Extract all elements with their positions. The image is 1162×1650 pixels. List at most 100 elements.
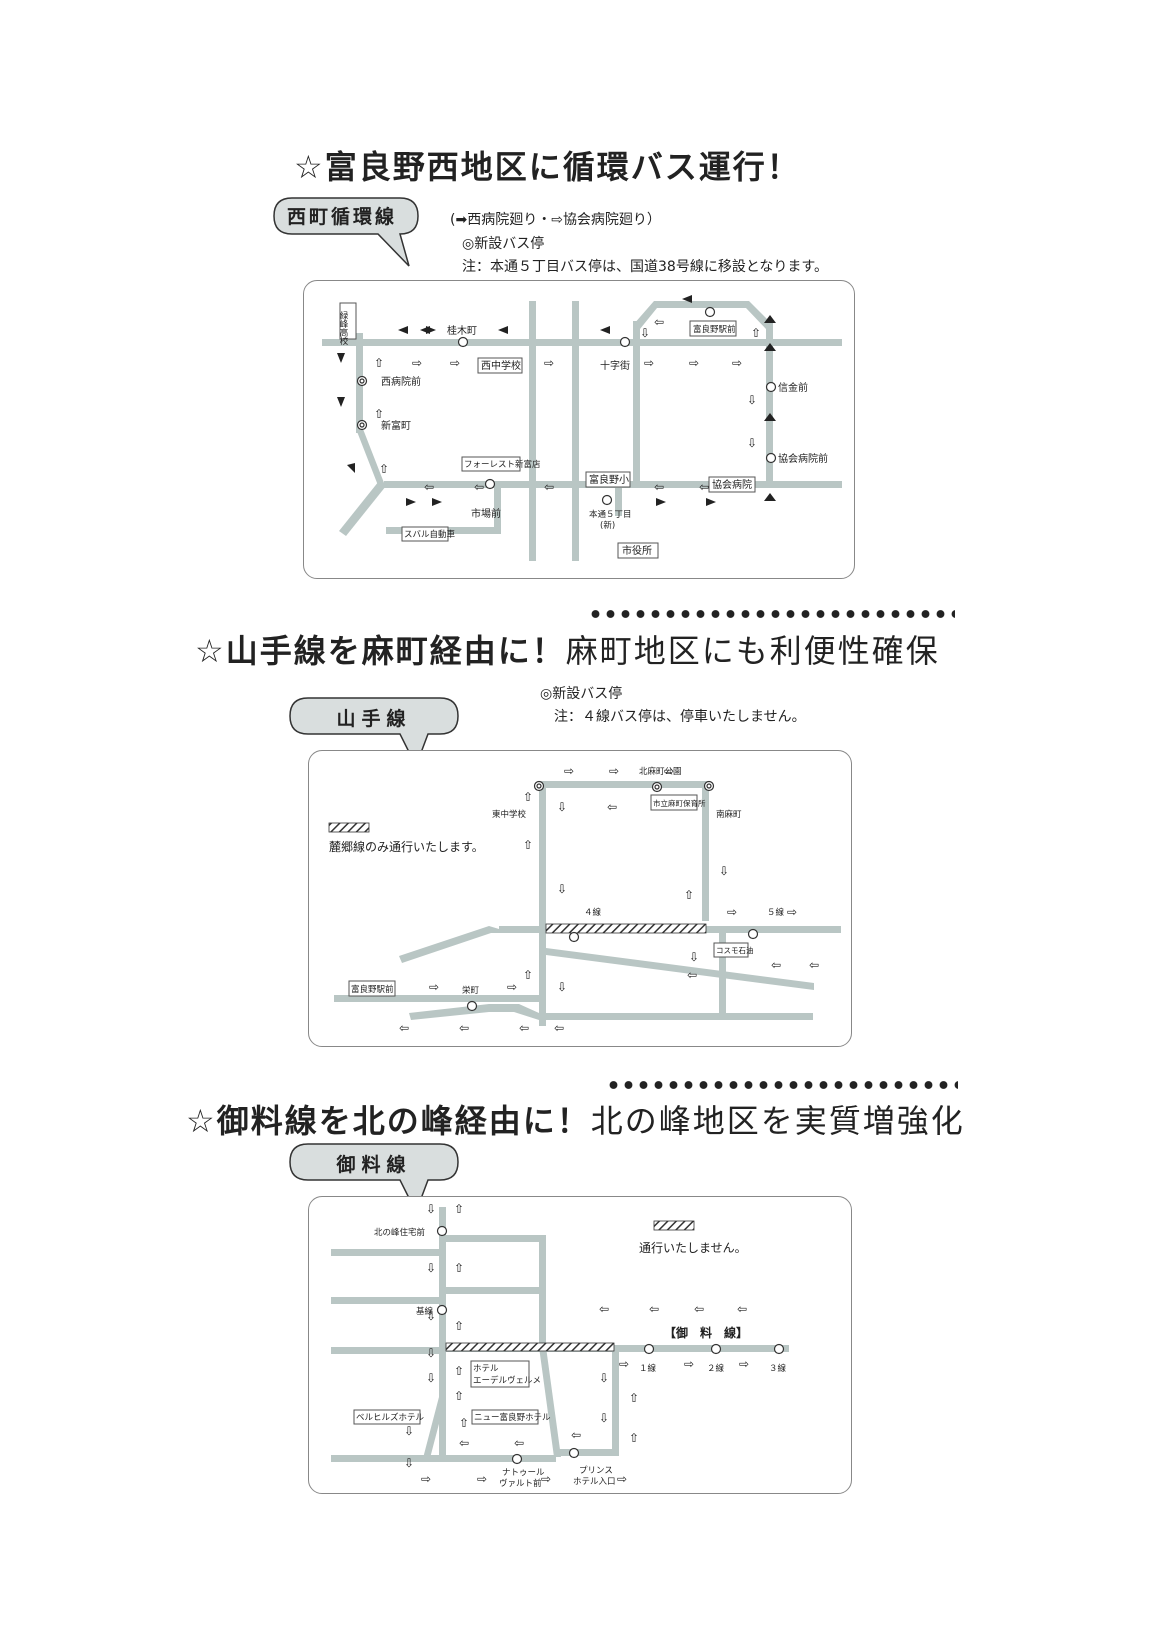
svg-text:⇦: ⇦ [599, 1302, 609, 1316]
label-line5: ５線 [767, 907, 785, 918]
label-goryo: 【御 料 線】 [664, 1325, 748, 1340]
label-jujigai: 十字街 [600, 359, 630, 372]
legend-text: 通行いたしません。 [639, 1241, 747, 1255]
section1-route-bubble: 西町循環線 [272, 196, 422, 271]
svg-text:⇦: ⇦ [519, 1021, 529, 1035]
label-hondori: 本通５丁目 [589, 509, 632, 520]
svg-text:⇨: ⇨ [429, 980, 439, 994]
svg-text:⇦: ⇦ [654, 480, 664, 494]
label-sakae: 栄町 [462, 985, 480, 996]
svg-text:⇧: ⇧ [629, 1391, 639, 1405]
svg-text:⇧: ⇧ [454, 1261, 464, 1275]
svg-text:⇦: ⇦ [809, 958, 819, 972]
star-icon: ☆ [195, 632, 226, 670]
svg-text:⇨: ⇨ [684, 1357, 694, 1371]
solid-arrow-icon [337, 295, 776, 506]
label-minamiasa: 南麻町 [716, 809, 742, 820]
svg-text:⇧: ⇧ [459, 1416, 469, 1430]
svg-text:⇨: ⇨ [477, 1472, 487, 1486]
svg-text:⇧: ⇧ [379, 462, 389, 476]
section3-title: ☆御料線を北の峰経由に！北の峰地区を実質増強化 [186, 1102, 965, 1140]
svg-text:⇩: ⇩ [747, 393, 757, 407]
svg-text:⇦: ⇦ [474, 480, 484, 494]
legend-hatch [328, 822, 370, 833]
svg-text:⇩: ⇩ [719, 864, 729, 878]
svg-text:⇧: ⇧ [523, 838, 533, 852]
label-prince2: ホテル入口 [573, 1477, 616, 1487]
label-bellhills: ベルヒルズホテル [356, 1412, 425, 1423]
route-legend-line: (➡西病院廻り・⇨協会病院廻り） [450, 212, 661, 228]
label-sen2: ２線 [707, 1363, 725, 1374]
label-katsuragi: 桂木町 [447, 324, 477, 337]
svg-text:⇦: ⇦ [737, 1302, 747, 1316]
label-sen1: １線 [639, 1363, 657, 1374]
section2-title: ☆山手線を麻町経由に！麻町地区にも利便性確保 [195, 632, 940, 670]
svg-text:⇩: ⇩ [557, 980, 567, 994]
svg-text:⇩: ⇩ [426, 1202, 436, 1216]
label-nishi-hosp: 西病院前 [381, 375, 421, 388]
svg-text:⇩: ⇩ [640, 326, 650, 340]
label-shin: (新) [600, 520, 615, 531]
caution-note: 注：本通５丁目バス停は、国道38号線に移設となります。 [462, 259, 828, 275]
svg-text:⇨: ⇨ [564, 764, 574, 778]
legend-hatch [653, 1220, 695, 1231]
svg-text:⇨: ⇨ [609, 764, 619, 778]
svg-text:⇩: ⇩ [426, 1309, 436, 1323]
bus-stop-icon [356, 306, 777, 506]
label-furano-sho: 富良野小 [589, 473, 629, 486]
svg-text:⇦: ⇦ [649, 1302, 659, 1316]
svg-text:⇩: ⇩ [404, 1424, 414, 1438]
star-icon: ☆ [186, 1102, 217, 1140]
svg-text:⇨: ⇨ [450, 356, 460, 370]
svg-text:⇨: ⇨ [619, 1357, 629, 1371]
svg-text:⇨: ⇨ [732, 356, 742, 370]
svg-text:⇨: ⇨ [664, 764, 674, 778]
svg-text:⇧: ⇧ [454, 1202, 464, 1216]
label-new-furano: ニュー富良野ホテル [474, 1412, 551, 1423]
svg-text:⇩: ⇩ [557, 800, 567, 814]
label-health: 市立麻町保育所 [653, 798, 706, 808]
label-shiyakusho: 市役所 [622, 544, 652, 557]
label-kyokai: 協会病院 [712, 478, 752, 491]
svg-text:⇦: ⇦ [554, 1021, 564, 1035]
svg-text:⇧: ⇧ [523, 790, 533, 804]
svg-text:⇦: ⇦ [687, 968, 697, 982]
svg-text:⇧: ⇧ [523, 968, 533, 982]
label-sen3: ３線 [769, 1363, 787, 1374]
emphasis-dots [588, 609, 955, 619]
route-name: 西町循環線 [286, 206, 397, 228]
svg-text:⇩: ⇩ [404, 1456, 414, 1470]
label-cosmo: コスモ石油 [716, 945, 754, 955]
svg-text:⇦: ⇦ [699, 480, 709, 494]
svg-text:⇧: ⇧ [629, 1431, 639, 1445]
label-midori: 緑峰高校 [338, 310, 348, 346]
closed-section [445, 1342, 615, 1352]
new-stop-note: ◎新設バス停 [540, 686, 623, 702]
speech-bubble-icon [273, 197, 419, 267]
svg-text:⇩: ⇩ [426, 1346, 436, 1360]
emphasis-dots [606, 1080, 958, 1090]
svg-text:⇦: ⇦ [459, 1436, 469, 1450]
solid-arrow-icon: ➡ [455, 212, 468, 228]
svg-text:⇨: ⇨ [617, 1472, 627, 1486]
svg-text:⇧: ⇧ [374, 407, 384, 421]
caution-note: 注：４線バス停は、停車いたしません。 [554, 709, 806, 725]
outline-arrow-icon: ⇧⇨⇨ ⇨⇨⇨⇨ ⇦⇩⇧ ⇩⇩ ⇧⇧ ⇦⇦⇦ ⇦⇦ [374, 315, 761, 494]
label-furano-st: 富良野駅前 [693, 324, 736, 335]
svg-text:⇦: ⇦ [771, 958, 781, 972]
star-icon: ☆ [294, 148, 325, 186]
outline-arrow-icon: ⇨ [551, 212, 563, 228]
svg-text:⇨: ⇨ [507, 980, 517, 994]
label-kisen: 基線 [416, 1306, 434, 1317]
svg-text:⇨: ⇨ [787, 905, 797, 919]
label-subaru: スバル自動車 [404, 529, 456, 540]
outline-arrow-icon: ⇨⇨⇨ ⇧⇩⇦ ⇧⇩⇧ ⇩ ⇨⇨ ⇩⇦ ⇦⇦ ⇨⇨ ⇧⇩ ⇦⇦⇦⇦ [399, 764, 819, 1035]
svg-text:⇦: ⇦ [607, 800, 617, 814]
outline-arrow-icon: ⇩⇧ ⇩⇧ ⇩⇧ ⇩⇧ ⇩⇧ ⇧⇩⇩ ⇧⇧ ⇦⇦⇦⇦ ⇨⇨⇨ ⇩⇩ ⇦⇦⇦ ⇨⇨… [404, 1202, 749, 1486]
svg-text:⇦: ⇦ [654, 315, 664, 329]
label-line4: ４線 [584, 907, 602, 918]
map-yamate: ⇨⇨⇨ ⇧⇩⇦ ⇧⇩⇧ ⇩ ⇨⇨ ⇩⇦ ⇦⇦ ⇨⇨ ⇧⇩ ⇦⇦⇦⇦ 北麻町公園 … [308, 750, 852, 1047]
svg-text:⇨: ⇨ [412, 356, 422, 370]
svg-text:⇦: ⇦ [424, 480, 434, 494]
label-hotel-a2: エーデルヴェルメ [473, 1375, 541, 1386]
